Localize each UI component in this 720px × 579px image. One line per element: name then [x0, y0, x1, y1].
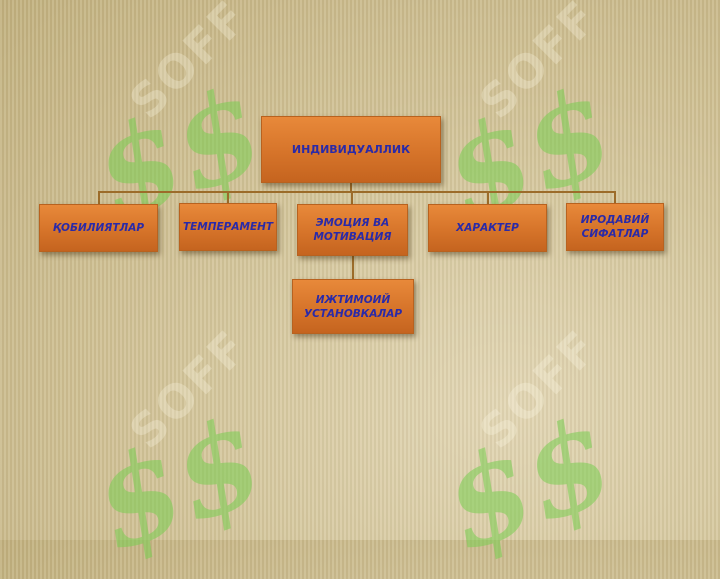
node-child-1: ҚОБИЛИЯТЛАР: [39, 204, 158, 252]
node-child-3-label: ЭМОЦИЯ ВА МОТИВАЦИЯ: [313, 217, 392, 243]
connector-child-4: [487, 191, 489, 205]
node-root: ИНДИВИДУАЛЛИК: [261, 116, 441, 183]
soff-logo-icon: $$: [75, 389, 281, 579]
watermark-text: SOFF: [118, 0, 259, 130]
watermark-text: SOFF: [468, 0, 609, 130]
node-child-5-label: ИРОДАВИЙ СИФАТЛАР: [580, 214, 650, 240]
node-child-3: ЭМОЦИЯ ВА МОТИВАЦИЯ: [297, 204, 408, 256]
connector-root-stem: [350, 183, 352, 192]
node-child-1-label: ҚОБИЛИЯТЛАР: [52, 222, 145, 234]
node-child-4: ХАРАКТЕР: [428, 204, 547, 252]
node-sub-child-label: ИЖТИМОИЙ УСТАНОВКАЛАР: [303, 293, 403, 320]
connector-child-5: [614, 191, 616, 204]
node-child-5: ИРОДАВИЙ СИФАТЛАР: [566, 203, 664, 251]
soff-logo-icon: $$: [425, 389, 631, 579]
connector-child-1: [98, 191, 100, 205]
node-child-2: ТЕМПЕРАМЕНТ: [179, 203, 277, 251]
watermark-text: SOFF: [468, 319, 609, 459]
connector-child-2: [227, 191, 229, 204]
node-child-2-label: ТЕМПЕРАМЕНТ: [182, 221, 274, 233]
node-child-4-label: ХАРАКТЕР: [456, 222, 519, 234]
node-root-label: ИНДИВИДУАЛЛИК: [291, 142, 411, 156]
connector-child-3: [351, 191, 353, 205]
watermark-text: SOFF: [118, 319, 259, 459]
connector-sub-child: [352, 256, 354, 280]
slide: $$ SOFF $$ SOFF $$ SOFF $$ SOFF ИНДИВИДУ…: [39, 0, 664, 579]
node-sub-child: ИЖТИМОИЙ УСТАНОВКАЛАР: [292, 279, 414, 334]
connector-horizontal-bus: [98, 191, 616, 193]
